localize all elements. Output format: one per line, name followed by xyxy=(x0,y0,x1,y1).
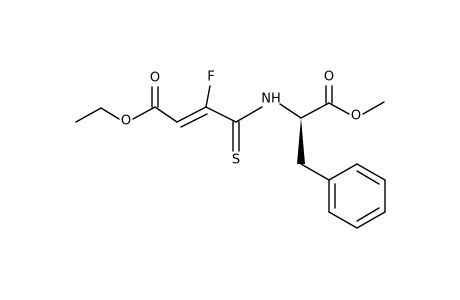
ring-bond-4 xyxy=(356,211,386,229)
atom-o-methyl-carbonyl: O xyxy=(324,70,334,85)
bond-ch-cf-double-b xyxy=(180,113,208,128)
ring-inner-bond-b xyxy=(356,207,380,222)
atom-o-methyl-ether: O xyxy=(351,109,361,124)
atom-nh: NH xyxy=(261,92,281,107)
ring-bond-2 xyxy=(356,163,386,181)
bond-c-f xyxy=(205,85,211,108)
bond-cf-cs xyxy=(205,106,237,123)
phenyl-ring xyxy=(328,163,386,229)
bond-carbonyl-ch xyxy=(154,106,178,123)
atom-fluorine: F xyxy=(207,70,214,85)
ring-bond-5 xyxy=(328,211,358,229)
stereo-wedge-bond xyxy=(297,118,305,164)
bond-ch2-o xyxy=(100,107,120,120)
bond-calpha-ester-c xyxy=(300,102,330,119)
bond-o-carbonyl-c xyxy=(132,106,156,120)
bond-methyl-c-o xyxy=(328,102,350,115)
atom-sulfur: S xyxy=(232,153,240,168)
bond-ch3-ch2 xyxy=(75,107,102,123)
atom-o-ester-carbonyl: O xyxy=(150,71,160,86)
bond-nh-calpha xyxy=(279,103,302,119)
atom-o-ester-ether: O xyxy=(121,114,131,129)
bond-ch2-phenyl xyxy=(300,163,330,181)
ring-bond-1 xyxy=(328,163,358,181)
ring-inner-bond-a xyxy=(356,170,380,185)
bond-cs-nh xyxy=(235,106,263,123)
bond-ch-cf-double-a xyxy=(176,106,207,123)
bond-o-ch3 xyxy=(362,101,385,115)
